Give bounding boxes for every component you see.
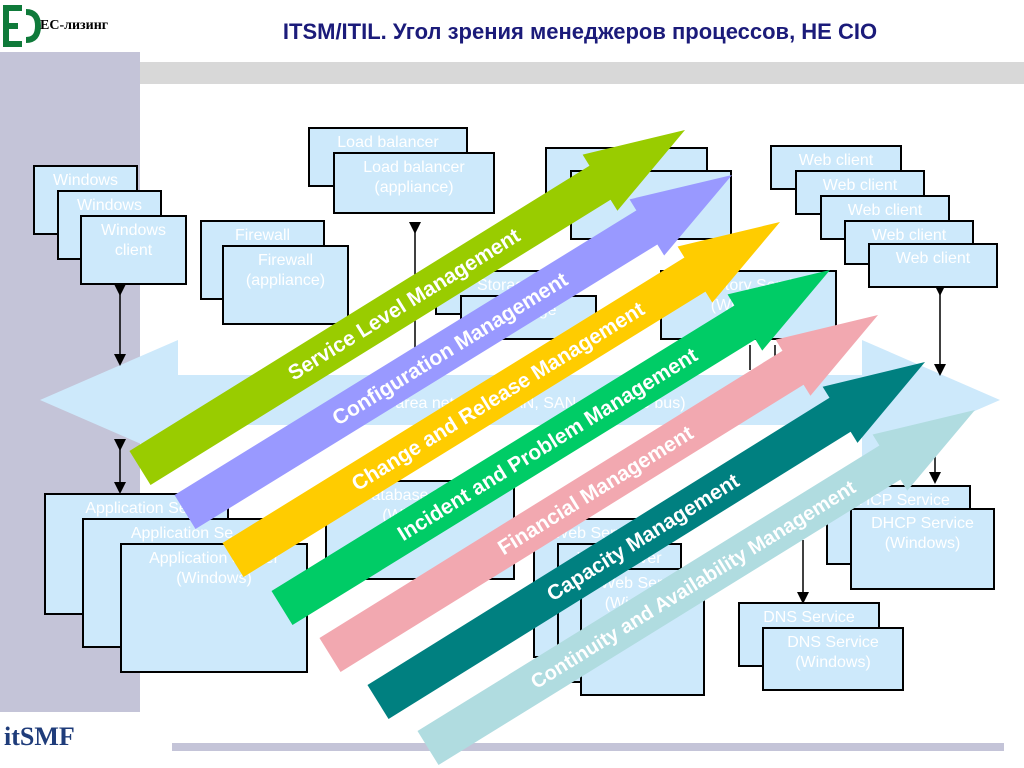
- firewall: Firewall (appliance): [222, 245, 349, 325]
- itsmf-logo-text: itSMF: [4, 722, 75, 751]
- process-arrow-shape: [129, 130, 685, 485]
- web-client: Web client: [868, 243, 998, 288]
- dns-service: DNS Service (Windows): [762, 627, 904, 691]
- dhcp-service: DHCP Service (Windows): [850, 508, 995, 590]
- bottom-divider: [172, 743, 1004, 751]
- windows-client: Windows client: [80, 215, 187, 285]
- title-underline: [140, 62, 1024, 84]
- process-arrow-shape: [174, 175, 733, 530]
- load-balancer: Load balancer (appliance): [333, 152, 495, 214]
- itsmf-logo: [0, 712, 140, 768]
- process-arrow-shape: [222, 222, 781, 578]
- process-arrow-shape: [271, 270, 830, 626]
- page-title: ITSM/ITIL. Угол зрения менеджеров процес…: [282, 19, 878, 44]
- process-arrow-shape: [367, 361, 926, 719]
- process-arrow-shape: [319, 314, 878, 672]
- company-logo-text: ЕС-лизинг: [40, 18, 109, 33]
- web-client-1: Web client: [770, 145, 902, 190]
- company-logo: [0, 0, 140, 52]
- es-logo-icon: [3, 5, 42, 47]
- process-arrow-shape: [417, 410, 976, 766]
